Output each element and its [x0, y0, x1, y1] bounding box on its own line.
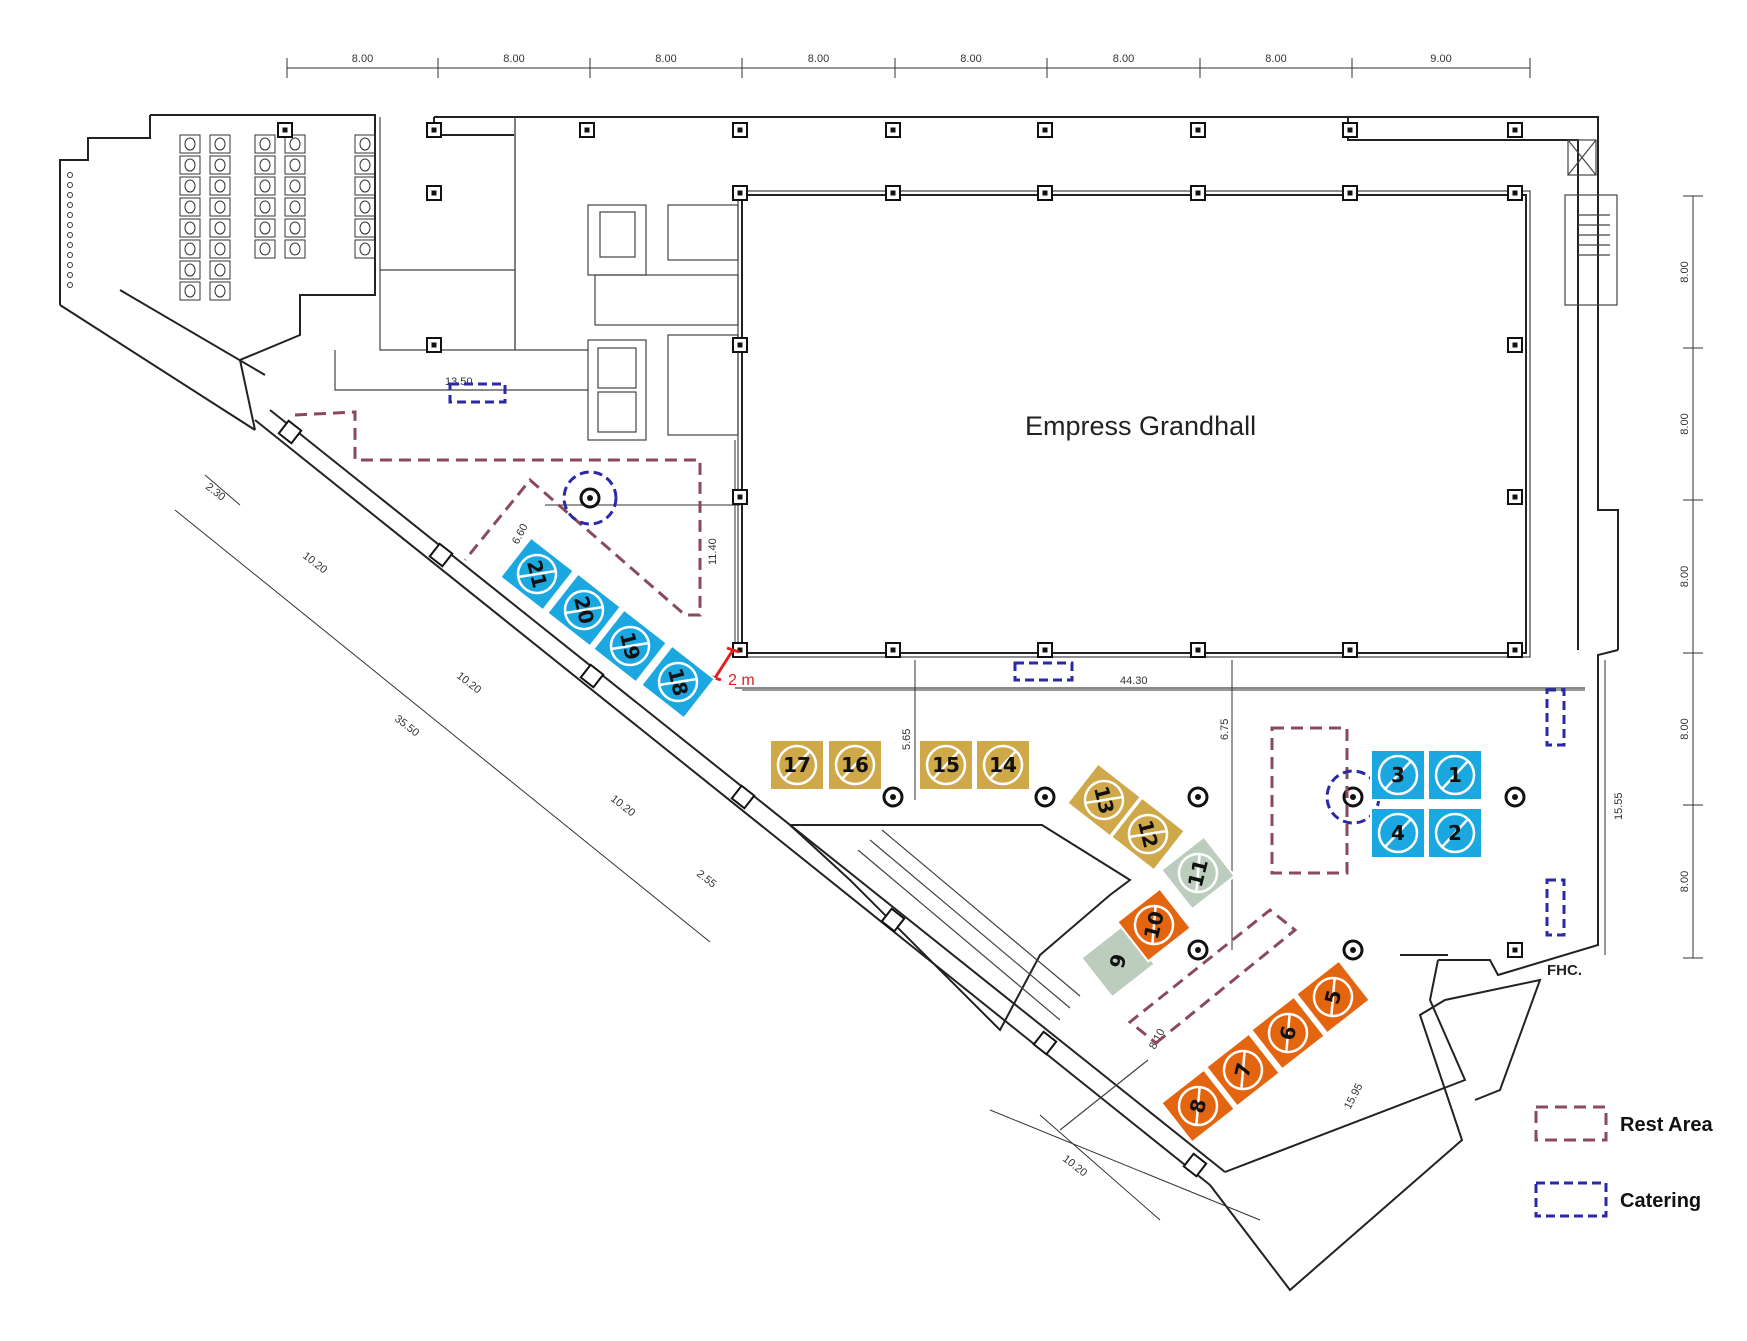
- dim-10-20-c: 10.20: [608, 793, 637, 819]
- booth-number: 8: [1185, 1096, 1212, 1115]
- facade-column: [579, 663, 605, 689]
- right-dim-label: 8.00: [1679, 261, 1691, 282]
- booth-7[interactable]: 7: [1204, 1032, 1282, 1108]
- legend-rest-label: Rest Area: [1620, 1114, 1714, 1136]
- booth-20[interactable]: 20: [545, 572, 623, 648]
- booth-16[interactable]: 16: [827, 739, 883, 791]
- dim-8-10: 8.10: [1147, 1027, 1168, 1052]
- right-dim-label: 8.00: [1679, 413, 1691, 434]
- booth-number: 5: [1320, 987, 1347, 1006]
- booth-15[interactable]: 15: [918, 739, 974, 791]
- top-dim-label: 8.00: [503, 53, 524, 65]
- facade-column: [1032, 1030, 1058, 1056]
- facade-column: [880, 907, 906, 933]
- catering-right-top: [1545, 688, 1566, 747]
- dim-6-75: 6.75: [1219, 719, 1231, 740]
- catering-column-upper: [562, 470, 618, 526]
- booth-13[interactable]: 13: [1065, 762, 1143, 838]
- catering-hall-entrance: [1013, 661, 1074, 682]
- booth-2[interactable]: 2: [1427, 807, 1483, 859]
- booth-11[interactable]: 11: [1159, 835, 1237, 911]
- catering-right-bottom: [1545, 878, 1566, 937]
- booth-19[interactable]: 19: [591, 608, 669, 684]
- legend-catering-swatch: [1534, 1181, 1608, 1218]
- facade-column: [730, 784, 756, 810]
- dim-15-55: 15.55: [1613, 792, 1625, 820]
- facade-column: [428, 542, 454, 568]
- rest-areas: [294, 410, 1349, 1045]
- dim-10-20-d: 10.20: [1060, 1153, 1089, 1179]
- legend-rest-swatch: [1534, 1105, 1608, 1142]
- right-dim-label: 8.00: [1679, 566, 1691, 587]
- rest-area-center: [1270, 726, 1349, 875]
- rest-area-upper: [294, 410, 702, 617]
- top-dim-label: 8.00: [1113, 53, 1134, 65]
- rest-area-lower: [1127, 908, 1298, 1045]
- legend: Rest Area Catering: [1534, 1105, 1714, 1218]
- booth-number: 14: [989, 753, 1017, 777]
- booth-6[interactable]: 6: [1249, 995, 1327, 1071]
- dim-35-50: 35.50: [392, 713, 421, 739]
- top-dim-label: 8.00: [655, 53, 676, 65]
- booth-number: 1: [1448, 763, 1462, 787]
- top-dim-label: 9.00: [1430, 53, 1451, 65]
- fhc-label: FHC.: [1547, 962, 1582, 979]
- booth-10[interactable]: 10: [1115, 887, 1193, 963]
- dim-2-30: 2.30: [203, 481, 227, 504]
- dim-5-65: 5.65: [901, 729, 913, 750]
- catering-upper: [448, 382, 507, 404]
- booth-number: 15: [932, 753, 960, 777]
- dim-11-40: 11.40: [707, 538, 719, 565]
- booth-1[interactable]: 1: [1427, 749, 1483, 801]
- top-dim-label: 8.00: [808, 53, 829, 65]
- booth-number: 6: [1275, 1023, 1302, 1042]
- top-dimension-line: 8.00 8.00 8.00 8.00 8.00 8.00 8.00 9.00: [286, 53, 1531, 78]
- dim-44-30: 44.30: [1120, 675, 1148, 687]
- building-walls: [59, 114, 1619, 1292]
- booth-number: 7: [1230, 1060, 1257, 1079]
- booth-14[interactable]: 14: [975, 739, 1031, 791]
- booth-number: 4: [1391, 821, 1405, 845]
- facade-column: [277, 419, 303, 445]
- right-dim-label: 8.00: [1679, 871, 1691, 892]
- dim-2-55: 2.55: [694, 868, 718, 891]
- booth-number: 2: [1448, 821, 1462, 845]
- booth-number: 3: [1391, 763, 1405, 787]
- dim-10-20-b: 10.20: [454, 670, 483, 696]
- top-dim-label: 8.00: [352, 53, 373, 65]
- booth-number: 9: [1105, 951, 1132, 970]
- booth-8[interactable]: 8: [1159, 1068, 1237, 1144]
- right-dimension-line: 8.00 8.00 8.00 8.00 8.00: [1679, 195, 1703, 959]
- dim-15-95: 15.95: [1342, 1081, 1366, 1111]
- right-dim-label: 8.00: [1679, 718, 1691, 739]
- booth-18[interactable]: 18: [639, 644, 717, 720]
- hall-title: Empress Grandhall: [1025, 411, 1256, 441]
- booth-21[interactable]: 21: [498, 536, 576, 612]
- top-dim-label: 8.00: [1265, 53, 1286, 65]
- booth-5[interactable]: 5: [1294, 959, 1372, 1035]
- booth-12[interactable]: 12: [1109, 796, 1187, 872]
- dim-10-20-a: 10.20: [300, 550, 329, 576]
- legend-catering-label: Catering: [1620, 1190, 1701, 1212]
- booth-17[interactable]: 17: [769, 739, 825, 791]
- structural-columns: [277, 122, 1526, 1178]
- misc-dimension-lines: [174, 440, 1606, 1221]
- booth-number: 17: [783, 753, 811, 777]
- top-dim-label: 8.00: [960, 53, 981, 65]
- booth-4[interactable]: 4: [1370, 807, 1426, 859]
- booth-number: 16: [841, 753, 869, 777]
- facade-column: [1182, 1152, 1208, 1178]
- clearance-label: 2 m: [728, 672, 755, 689]
- restroom-fixtures: [67, 134, 376, 301]
- booth-3[interactable]: 3: [1370, 749, 1426, 801]
